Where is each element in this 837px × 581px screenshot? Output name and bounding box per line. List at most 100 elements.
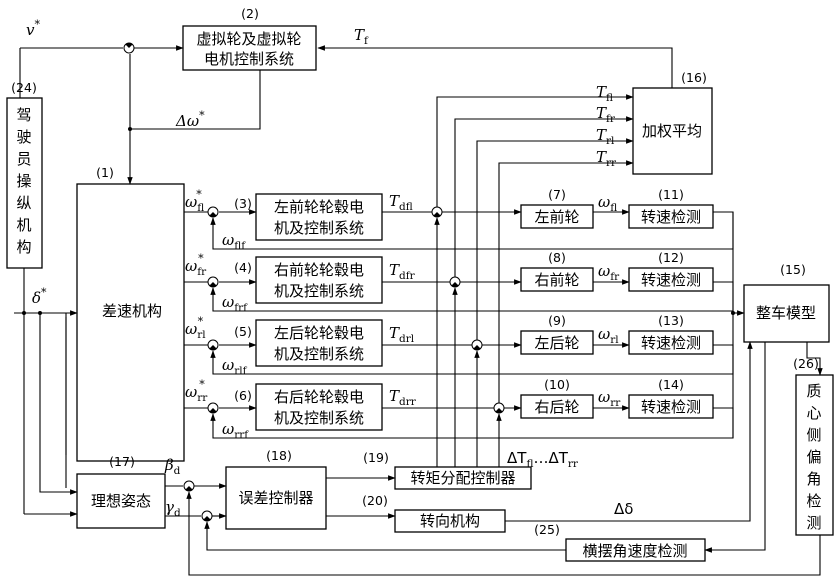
block-ideal-attitude: (17) 理想姿态 [77,454,165,528]
block-24-char-2: 驶 [16,128,31,146]
label-delta-omega-star: Δω* [175,109,205,130]
block-virtual-wheel-control: (2) 虚拟轮及虚拟轮 电机控制系统 [183,6,316,70]
label-omega-rr-star: ωrr* [185,378,208,404]
block-6-label-line2: 机及控制系统 [274,409,364,427]
block-24-char-6: 机 [16,216,31,234]
block-14-label: 转速检测 [641,398,701,416]
block-speed-detect-rl: (13) 转速检测 [629,313,713,354]
block-9-number: (9) [548,313,566,328]
block-15-number: (15) [780,262,806,277]
block-20-number: (20) [362,493,388,508]
block-5-number: (5) [234,324,252,339]
block-2-label-line2: 电机控制系统 [204,50,294,68]
block-2-label-line1: 虚拟轮及虚拟轮 [196,30,301,48]
block-6-number: (6) [234,388,252,403]
block-11-number: (11) [658,187,684,202]
block-4-label-line1: 右前轮轮毂电 [274,261,364,279]
block-18-number: (18) [266,448,292,463]
block-19-number: (19) [363,450,389,465]
label-omega-rr: ωrr [598,388,621,409]
block-18-label: 误差控制器 [238,489,313,507]
label-Tfr: Tfr [596,104,616,125]
block-motor-fl: (3) 左前轮轮毂电 机及控制系统 [234,194,382,240]
block-3-number: (3) [234,196,252,211]
label-gamma-d: γd [165,498,181,519]
label-delta-star: δ* [32,286,47,307]
block-wheel-rr: (10) 右后轮 [521,377,593,418]
label-omega-rlf: ωrlf [222,356,248,377]
block-26-char-3: 侧 [806,426,821,444]
block-driver-control: (24) 驾 驶 员 操 纵 机 构 [7,80,42,268]
label-Tdrl: Tdrl [389,324,415,345]
block-motor-fr: (4) 右前轮轮毂电 机及控制系统 [234,257,382,303]
label-omega-rl: ωrl [598,325,619,346]
block-8-number: (8) [548,250,566,265]
block-2-number: (2) [241,6,259,21]
block-26-char-7: 测 [806,514,821,532]
block-5-label-line1: 左后轮轮毂电 [274,324,364,342]
label-Trl: Trl [596,126,615,147]
block-wheel-rl: (9) 左后轮 [521,313,593,354]
block-torque-distribution: (19) 转矩分配控制器 [363,450,531,489]
block-4-label-line2: 机及控制系统 [274,282,364,300]
block-19-label: 转矩分配控制器 [410,469,515,487]
label-Tdfl: Tdfl [389,192,413,213]
label-omega-rl-star: ωrl* [185,315,206,341]
label-Tf: Tf [354,26,369,47]
block-wheel-fr: (8) 右前轮 [521,250,593,291]
block-24-number: (24) [11,80,37,95]
block-speed-detect-fl: (11) 转速检测 [629,187,713,228]
block-error-controller: (18) 误差控制器 [226,448,326,529]
label-omega-fr-star: ωfr* [185,252,207,278]
block-differential: (1) 差速机构 [77,165,184,461]
block-7-label: 左前轮 [534,208,579,226]
block-6-label-line1: 右后轮轮毂电 [274,388,364,406]
block-26-char-2: 心 [806,404,821,422]
block-wheel-fl: (7) 左前轮 [521,187,593,228]
block-17-number: (17) [109,454,135,469]
label-delta-delta: Δδ [614,500,633,518]
block-motor-rr: (6) 右后轮轮毂电 机及控制系统 [234,384,382,430]
block-17-label: 理想姿态 [91,492,151,510]
label-omega-fl: ωfl [598,193,617,214]
block-26-char-5: 角 [806,470,821,488]
block-15-label: 整车模型 [756,304,816,322]
block-24-char-7: 构 [16,238,31,256]
label-Tdrr: Tdrr [389,387,417,408]
block-speed-detect-fr: (12) 转速检测 [629,250,713,291]
block-26-char-1: 质 [806,382,821,400]
block-16-label: 加权平均 [642,122,702,140]
block-26-char-6: 检 [806,492,821,510]
block-9-label: 左后轮 [534,334,579,352]
block-3-label-line1: 左前轮轮毂电 [274,198,364,216]
block-speed-detect-rr: (14) 转速检测 [629,377,713,418]
label-omega-frf: ωfrf [222,293,248,314]
label-Tdfr: Tdfr [389,261,416,282]
block-24-char-4: 操 [16,172,31,190]
block-4-number: (4) [234,260,252,275]
block-13-label: 转速检测 [641,334,701,352]
block-8-label: 右前轮 [534,271,579,289]
block-25-label: 横摆角速度检测 [582,542,687,560]
block-vehicle-model: (15) 整车模型 [744,262,829,342]
block-24-char-1: 驾 [16,106,31,124]
block-1-label: 差速机构 [102,302,162,320]
block-10-label: 右后轮 [534,398,579,416]
label-Trr: Trr [596,148,617,169]
block-motor-rl: (5) 左后轮轮毂电 机及控制系统 [234,320,382,366]
label-omega-fr: ωfr [598,262,620,283]
block-1-number: (1) [96,165,114,180]
block-16-number: (16) [681,70,707,85]
label-omega-fl-star: ωfl* [185,188,204,214]
block-20-label: 转向机构 [420,512,480,530]
block-sideslip-detect: (26) 质 心 侧 偏 角 检 测 [793,356,833,535]
label-Tfl: Tfl [596,83,613,104]
block-12-number: (12) [658,250,684,265]
block-yaw-rate-detect: (25) 横摆角速度检测 [534,522,705,561]
label-delta-T-range: ΔTfl…ΔTrr [507,449,579,470]
block-14-number: (14) [658,377,684,392]
block-11-label: 转速检测 [641,208,701,226]
block-5-label-line2: 机及控制系统 [274,345,364,363]
block-3-label-line2: 机及控制系统 [274,219,364,237]
